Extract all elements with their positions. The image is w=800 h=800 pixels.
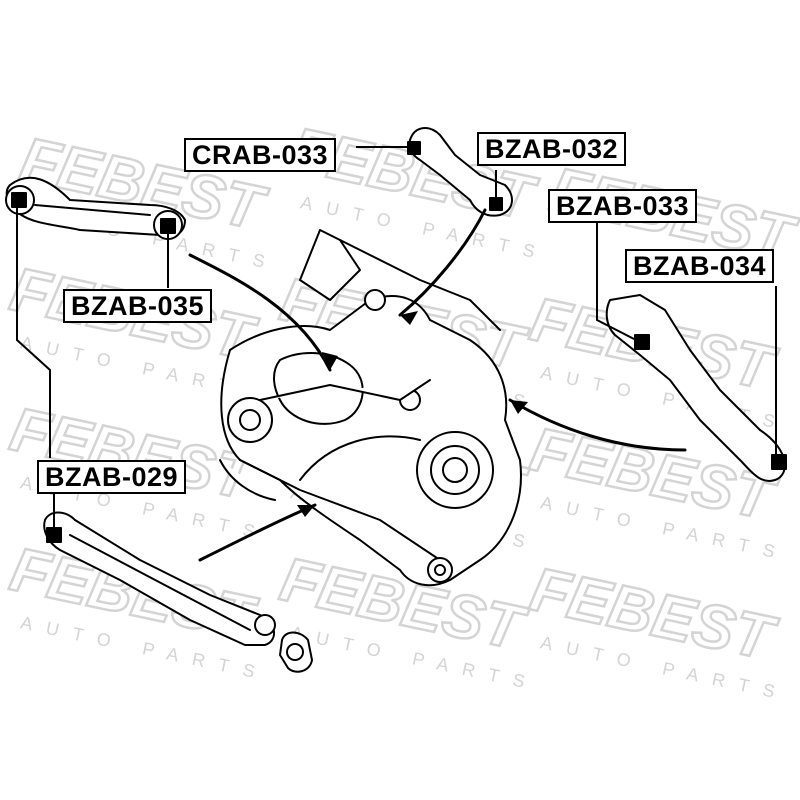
arrowhead-camber-arm	[400, 311, 418, 325]
arrow-lower-arm	[198, 503, 317, 562]
arrowhead-trailing-arm	[510, 400, 528, 414]
label-crab-033: CRAB-033	[184, 138, 337, 172]
arrowhead-lower-arm	[297, 505, 315, 517]
upper-control-arm	[5, 176, 186, 240]
watermark-logo: FEBEST AUTO PARTS	[523, 414, 790, 565]
arrow-camber-arm	[398, 208, 487, 317]
arrow-trailing-arm	[508, 398, 687, 452]
leader-bzab-033	[596, 222, 641, 343]
arrowhead-upper-arm	[322, 352, 338, 370]
lower-control-arm	[43, 511, 276, 646]
label-bzab-034: BZAB-034	[625, 249, 775, 283]
pointer-arrows	[188, 208, 687, 562]
wheel-carrier	[219, 229, 522, 587]
label-bzab-035: BZAB-035	[63, 289, 213, 323]
label-bzab-032: BZAB-032	[477, 132, 627, 166]
bushing	[279, 631, 313, 673]
camber-arm	[407, 127, 513, 217]
trailing-arm	[605, 294, 787, 482]
label-bzab-029: BZAB-029	[37, 460, 187, 494]
arrow-upper-arm	[188, 253, 332, 372]
leader-lines	[16, 146, 777, 530]
leader-bzab-029-up	[16, 200, 51, 458]
label-bzab-033: BZAB-033	[548, 189, 698, 223]
